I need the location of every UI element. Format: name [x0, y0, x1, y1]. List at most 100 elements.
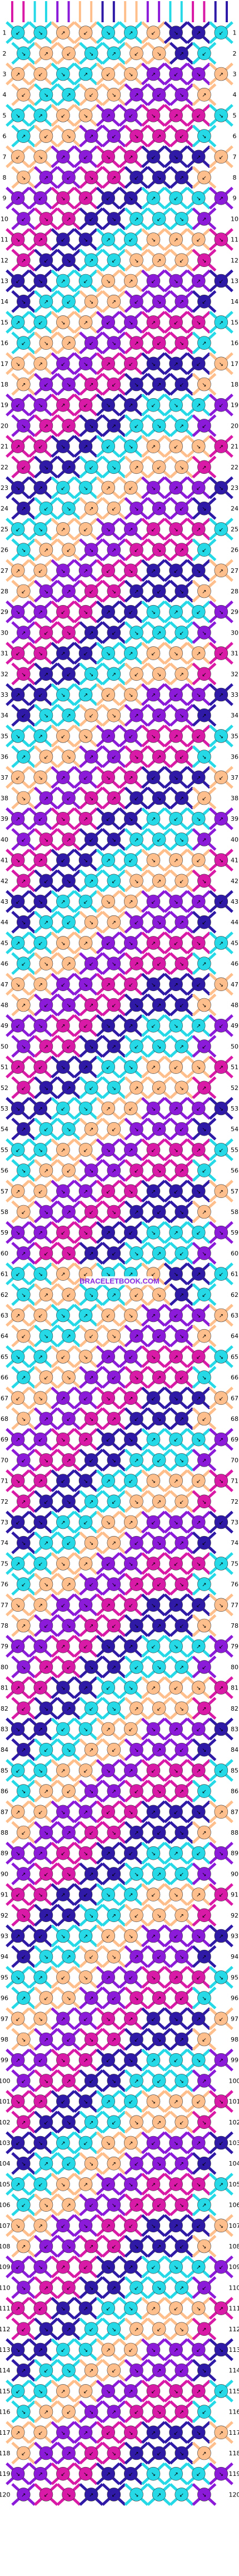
knot-arrow: ↘ — [21, 423, 26, 429]
knot-arrow: ↙ — [16, 899, 20, 905]
knot-arrow: ↙ — [38, 2182, 43, 2188]
knot-arrow: ↗ — [157, 258, 161, 264]
knot-arrow: ↘ — [16, 2099, 20, 2106]
knot-arrow: ↙ — [157, 92, 161, 98]
row-number: 58 — [1, 1208, 8, 1216]
knot-arrow: ↘ — [21, 672, 26, 678]
knot-arrow: ↙ — [112, 1871, 116, 1877]
knot-arrow: ↘ — [128, 1561, 133, 1567]
row-number: 40 — [1, 836, 8, 843]
knot-arrow: ↗ — [180, 1044, 184, 1050]
knot-arrow: ↗ — [151, 2058, 156, 2064]
knot-arrow: ↗ — [128, 1023, 133, 1029]
knot-arrow: ↗ — [134, 1582, 138, 1588]
knot-arrow: ↗ — [196, 1272, 201, 1278]
knot-arrow: ↙ — [202, 175, 206, 181]
knot-arrow: ↗ — [44, 423, 48, 429]
row-number: 62 — [1, 1291, 8, 1299]
knot-arrow: ↙ — [128, 982, 133, 988]
knot-arrow: ↗ — [134, 341, 138, 347]
knot-arrow: ↗ — [219, 692, 223, 699]
knot-arrow: ↙ — [151, 1147, 156, 1153]
knot-arrow: ↘ — [21, 1292, 26, 1299]
row-number: 108 — [229, 2243, 239, 2250]
knot-arrow: ↙ — [66, 51, 71, 57]
row-number: 101 — [0, 2098, 11, 2106]
row-number: 36 — [1, 754, 8, 761]
knot-arrow: ↗ — [61, 2017, 65, 2023]
knot-arrow: ↗ — [151, 568, 156, 574]
knot-arrow: ↙ — [180, 1996, 184, 2002]
knot-arrow: ↗ — [21, 2492, 26, 2498]
knot-arrow: ↙ — [66, 796, 71, 802]
knot-arrow: ↙ — [38, 1810, 43, 1816]
knot-arrow: ↘ — [180, 1954, 184, 1960]
knot-arrow: ↗ — [21, 1127, 26, 1133]
knot-arrow: ↗ — [173, 237, 178, 244]
row-number: 44 — [231, 919, 238, 926]
knot-arrow: ↙ — [89, 2203, 93, 2209]
knot-arrow: ↘ — [196, 1561, 201, 1567]
row-number: 90 — [1, 1870, 8, 1877]
knot-arrow: ↘ — [157, 2037, 161, 2043]
knot-arrow: ↘ — [61, 1934, 65, 1940]
knot-arrow: ↘ — [106, 403, 110, 409]
row-number: 82 — [231, 1705, 238, 1712]
knot-arrow: ↙ — [151, 1520, 156, 1526]
knot-arrow: ↗ — [134, 2078, 138, 2084]
knot-arrow: ↘ — [219, 1727, 223, 1733]
knot-arrow: ↘ — [61, 2058, 65, 2064]
knot-arrow: ↙ — [196, 610, 201, 616]
knot-arrow: ↙ — [38, 2430, 43, 2436]
knot-arrow: ↗ — [219, 1437, 223, 1443]
knot-arrow: ↙ — [180, 1499, 184, 1505]
knot-arrow: ↙ — [151, 527, 156, 533]
knot-arrow: ↙ — [83, 2017, 88, 2023]
knot-arrow: ↙ — [21, 341, 26, 347]
knot-arrow: ↘ — [44, 2451, 48, 2457]
knot-arrow: ↘ — [106, 1396, 110, 1402]
knot-arrow: ↙ — [61, 610, 65, 616]
knot-arrow: ↙ — [219, 1147, 223, 1153]
knot-arrow: ↘ — [196, 816, 201, 823]
knot-arrow: ↙ — [128, 361, 133, 368]
knot-arrow: ↙ — [61, 1230, 65, 1236]
knot-arrow: ↘ — [196, 568, 201, 574]
row-number: 99 — [231, 2057, 238, 2064]
knot-arrow: ↗ — [157, 630, 161, 636]
knot-arrow: ↙ — [134, 423, 138, 429]
knot-arrow: ↙ — [157, 216, 161, 222]
knot-arrow: ↘ — [202, 879, 206, 885]
knot-arrow: ↘ — [83, 610, 88, 616]
knot-arrow: ↗ — [202, 713, 206, 719]
knot-arrow: ↘ — [89, 1540, 93, 1547]
knot-arrow: ↘ — [134, 2368, 138, 2374]
knot-arrow: ↗ — [89, 1003, 93, 1009]
knot-arrow: ↗ — [196, 2017, 201, 2023]
knot-arrow: ↙ — [128, 486, 133, 492]
knot-arrow: ↙ — [157, 1086, 161, 1092]
row-number: 24 — [1, 505, 8, 512]
knot-arrow: ↗ — [128, 899, 133, 905]
knot-arrow: ↙ — [83, 1768, 88, 1774]
knot-arrow: ↘ — [219, 1851, 223, 1857]
knot-arrow: ↘ — [151, 1975, 156, 1981]
knot-arrow: ↙ — [66, 1540, 71, 1547]
knot-arrow: ↙ — [83, 279, 88, 285]
knot-arrow: ↘ — [16, 982, 20, 988]
knot-arrow: ↙ — [157, 837, 161, 843]
row-number: 31 — [1, 650, 8, 657]
row-number: 13 — [1, 278, 8, 285]
knot-arrow: ↘ — [151, 2471, 156, 2478]
knot-arrow: ↙ — [16, 2265, 20, 2271]
knot-arrow: ↙ — [202, 548, 206, 554]
knot-arrow: ↙ — [66, 672, 71, 678]
knot-arrow: ↙ — [89, 589, 93, 595]
knot-arrow: ↘ — [157, 1416, 161, 1423]
knot-arrow: ↘ — [16, 1727, 20, 1733]
row-number: 61 — [231, 1271, 238, 1278]
knot-arrow: ↗ — [89, 382, 93, 388]
knot-arrow: ↘ — [66, 630, 71, 636]
row-number: 43 — [231, 898, 238, 905]
knot-arrow: ↙ — [38, 320, 43, 326]
